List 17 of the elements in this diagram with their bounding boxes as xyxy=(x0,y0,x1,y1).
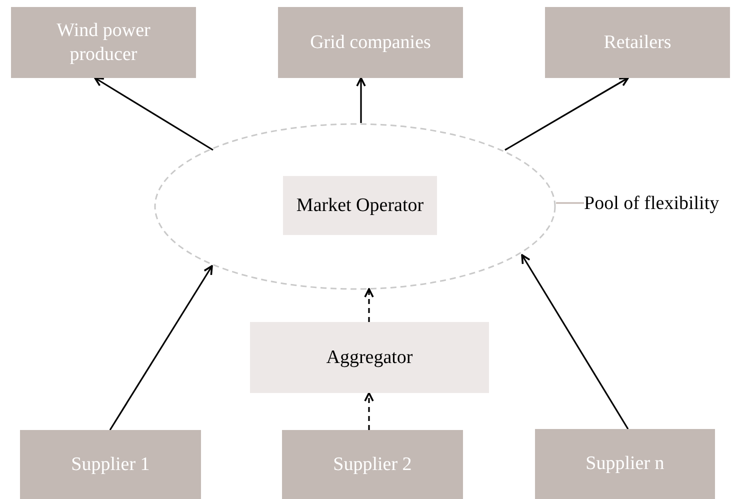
stakeholder-box: Wind power producer xyxy=(11,7,196,78)
process-box: Market Operator xyxy=(283,176,437,235)
arrow xyxy=(364,392,374,430)
stakeholder-box: Supplier 2 xyxy=(282,430,463,499)
stakeholder-box: Retailers xyxy=(545,7,730,78)
callout-label: Pool of flexibility xyxy=(584,193,731,215)
arrow xyxy=(364,288,374,322)
arrow xyxy=(356,77,366,123)
leader-line xyxy=(556,202,584,204)
stakeholder-box: Grid companies xyxy=(278,7,463,78)
stakeholder-box: Supplier n xyxy=(535,429,715,499)
arrow xyxy=(504,77,629,151)
arrow xyxy=(109,265,213,430)
arrow xyxy=(94,77,214,151)
stakeholder-box: Supplier 1 xyxy=(20,430,201,499)
process-box: Aggregator xyxy=(250,322,489,393)
arrow xyxy=(521,254,629,430)
